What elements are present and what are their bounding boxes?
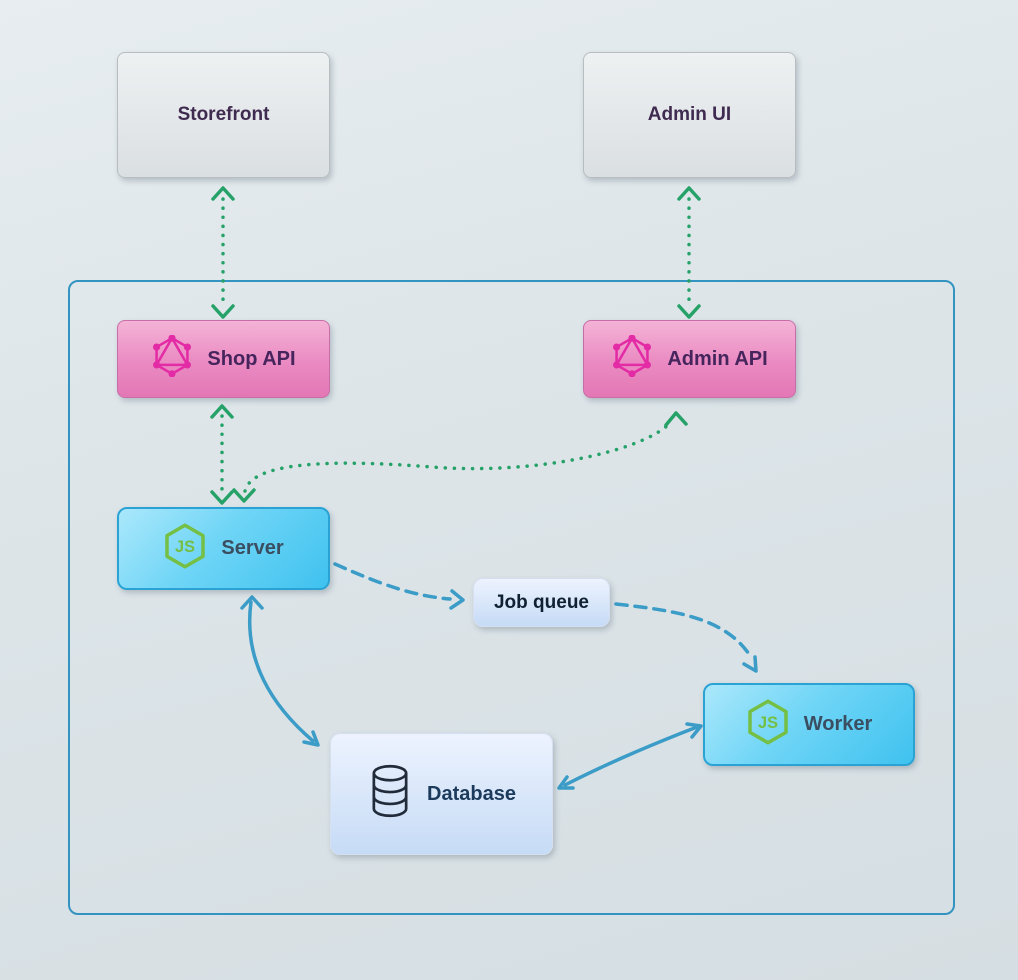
node-storefront: Storefront (117, 52, 330, 178)
node-label: Worker (803, 713, 873, 735)
nodejs-icon: JS (163, 522, 207, 576)
edge-shopapi-server (210, 404, 234, 505)
graphql-icon (611, 334, 653, 383)
node-job-queue: Job queue (473, 578, 610, 627)
node-label: Storefront (177, 104, 270, 125)
node-server: JS Server (117, 507, 330, 590)
node-database: Database (330, 733, 553, 855)
edge-server-jobqueue (333, 562, 465, 610)
svg-text:JS: JS (175, 538, 195, 556)
node-worker: JS Worker (703, 683, 915, 766)
node-label: Server (221, 537, 284, 559)
nodejs-icon: JS (746, 698, 790, 752)
node-label: Shop API (207, 347, 296, 370)
graphql-icon (151, 334, 193, 383)
node-shop-api: Shop API (117, 320, 330, 398)
svg-text:JS: JS (758, 714, 778, 732)
node-label: Database (427, 782, 516, 805)
database-icon (367, 763, 413, 825)
backend-boundary (68, 280, 955, 915)
edge-jobqueue-worker (614, 602, 758, 673)
node-label: Admin UI (647, 104, 732, 125)
node-label: Admin API (667, 347, 768, 370)
edge-server-database (240, 595, 320, 747)
node-admin-ui: Admin UI (583, 52, 796, 178)
node-label: Job queue (493, 591, 589, 613)
edge-database-worker (557, 722, 703, 790)
edge-adminui-adminapi (677, 186, 701, 319)
edge-storefront-shopapi (211, 186, 235, 319)
node-admin-api: Admin API (583, 320, 796, 398)
edge-adminapi-server (232, 411, 688, 503)
